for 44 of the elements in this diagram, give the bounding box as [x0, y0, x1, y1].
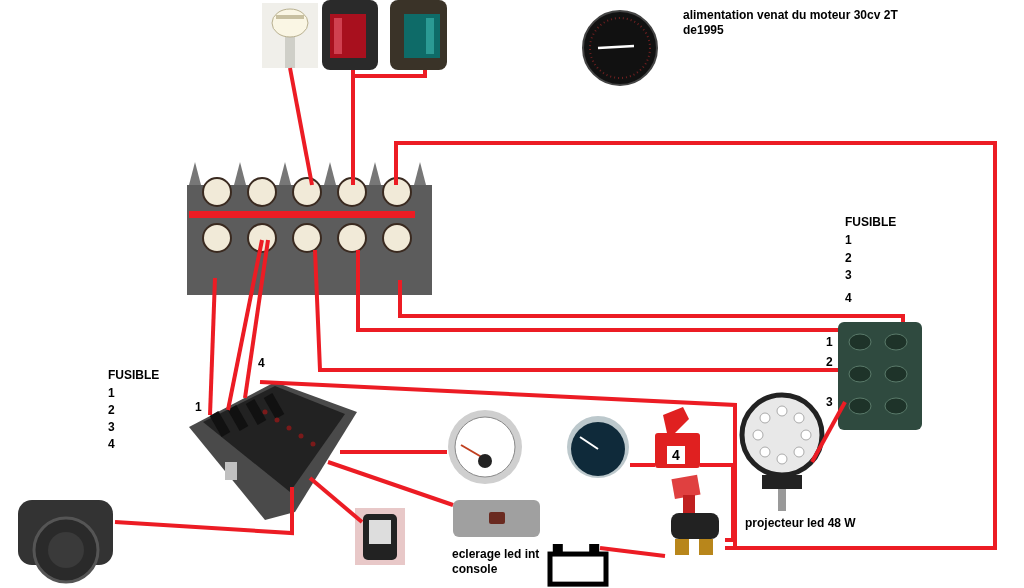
wire [114, 487, 294, 536]
fuse-list-heading: FUSIBLE [108, 368, 161, 383]
fuse-number: 1 [108, 386, 116, 401]
fuse-number: 4 [108, 437, 116, 452]
wire-number: 3 [826, 395, 834, 410]
fuse-number: 2 [845, 251, 853, 266]
wire [208, 277, 217, 416]
wire [313, 249, 838, 372]
battery-drawing [545, 542, 610, 585]
wire [243, 239, 270, 399]
switch-panel-drawing [838, 322, 922, 430]
tachometer-drawing [582, 10, 658, 86]
wire [630, 463, 655, 467]
starboard-light-drawing [390, 0, 447, 70]
wire-number: 1 [195, 400, 203, 415]
wire-number: 4 [258, 356, 266, 371]
wire [226, 239, 264, 411]
fuse-number: 4 [845, 291, 853, 306]
wire [599, 546, 666, 558]
wire [810, 401, 847, 463]
fish-finder-drawing [355, 508, 405, 565]
node-label: projecteur led 48 W [745, 516, 857, 531]
wire [288, 67, 314, 186]
wire [700, 463, 735, 542]
fuse-number: 1 [845, 233, 853, 248]
voltmeter-drawing [447, 409, 523, 485]
port-light-drawing [322, 0, 378, 70]
fuel-gauge-drawing [566, 415, 630, 479]
wire-number: 1 [826, 335, 834, 350]
heading-note: alimentation venat du moteur 30cv 2T de1995 [683, 8, 899, 38]
fuse-number: 3 [108, 420, 116, 435]
wire [394, 141, 997, 550]
wire [356, 250, 838, 332]
wire [327, 460, 454, 507]
fuse-number: 2 [108, 403, 116, 418]
fuse-list-heading: FUSIBLE [845, 215, 898, 230]
wire [308, 476, 364, 524]
node-label: eclerage led int console [452, 547, 541, 577]
wire-number: 2 [826, 355, 834, 370]
wire [340, 450, 447, 454]
courtesy-light-drawing [453, 500, 540, 537]
fuse-number: 4 [667, 446, 685, 464]
fuse-number: 3 [845, 268, 853, 283]
anchor-light-drawing [262, 3, 318, 68]
